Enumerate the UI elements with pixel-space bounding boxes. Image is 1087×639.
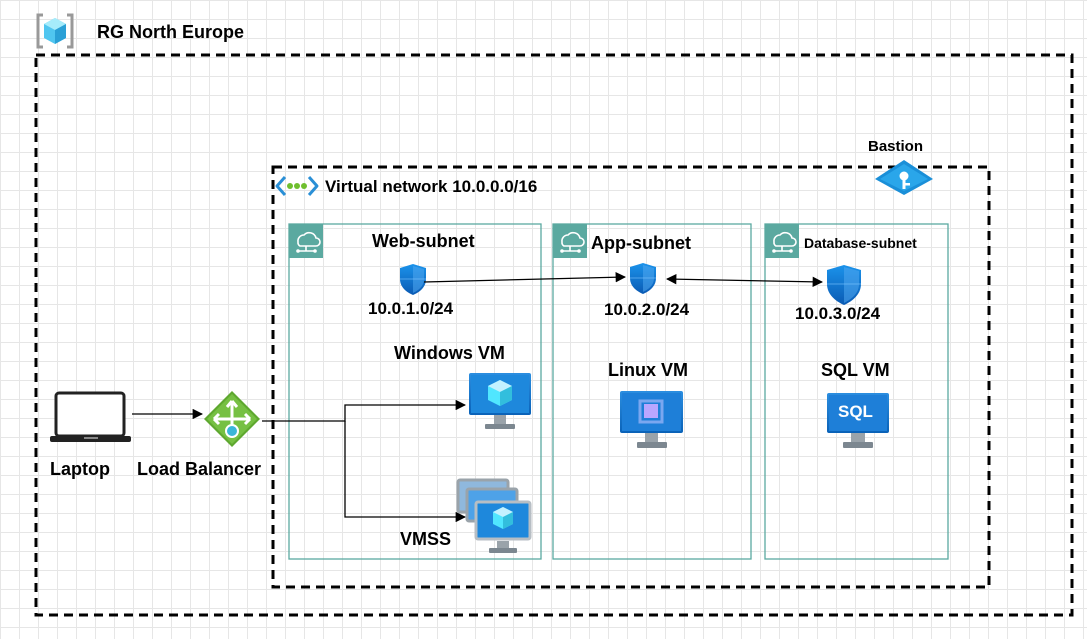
subnet-icon <box>289 224 323 258</box>
lb-to-vmss-connector <box>344 421 467 523</box>
resource-group-boundary <box>34 53 1074 617</box>
app-subnet-cidr: 10.0.2.0/24 <box>604 300 690 319</box>
vnet-boundary <box>271 165 991 589</box>
laptop-label: Laptop <box>50 459 110 479</box>
web-nsg-shield-icon <box>400 264 426 295</box>
db-nsg-shield-icon <box>827 265 861 305</box>
subnet-icon <box>765 224 799 258</box>
resource-group-label: RG North Europe <box>97 22 244 42</box>
vmss-label: VMSS <box>400 529 452 549</box>
lb-to-windows-vm-connector <box>262 399 467 422</box>
app-subnet-label: App-subnet <box>591 233 691 253</box>
app-subnet-box <box>552 223 752 560</box>
virtual-network-icon <box>275 176 319 196</box>
vmss-icon <box>456 478 532 553</box>
database-subnet-cidr: 10.0.3.0/24 <box>795 304 881 323</box>
database-subnet-label: Database-subnet <box>804 235 917 251</box>
subnet-icon <box>553 224 587 258</box>
bastion-icon <box>875 160 933 195</box>
resource-group-icon <box>36 13 74 49</box>
load-balancer-icon <box>204 391 260 447</box>
vnet-label: Virtual network 10.0.0.0/16 <box>325 177 538 196</box>
linux-vm-icon <box>620 391 683 448</box>
sql-badge: SQL <box>838 402 873 421</box>
web-subnet-cidr: 10.0.1.0/24 <box>368 299 454 318</box>
linux-vm-label: Linux VM <box>608 360 688 380</box>
sql-vm-icon <box>827 393 889 448</box>
app-nsg-shield-icon <box>630 263 656 294</box>
bastion-label: Bastion <box>868 138 924 155</box>
database-subnet-box <box>764 223 949 560</box>
app-to-db-connector <box>665 273 824 288</box>
windows-vm-label: Windows VM <box>394 343 505 363</box>
sql-vm-label: SQL VM <box>821 360 890 380</box>
web-subnet-label: Web-subnet <box>372 231 475 251</box>
windows-vm-icon <box>469 373 531 429</box>
load-balancer-label: Load Balancer <box>137 459 262 479</box>
laptop-icon <box>50 391 131 442</box>
web-subnet-box <box>288 223 542 560</box>
web-to-app-connector <box>423 272 627 283</box>
